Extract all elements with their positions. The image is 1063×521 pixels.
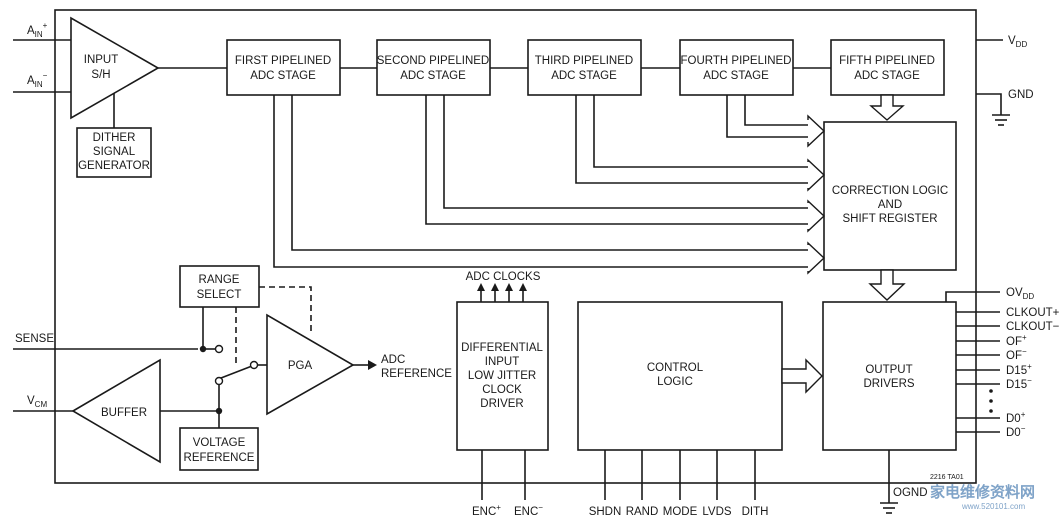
- watermark-url: www.520101.com: [961, 502, 1025, 511]
- dither-generator-block: [76, 127, 152, 178]
- switch-contact-sense: [214, 344, 224, 354]
- output-drivers-label-2: DRIVERS: [863, 378, 914, 390]
- buffer-label: BUFFER: [101, 407, 147, 419]
- pin-clkout-plus: CLKOUT+: [1006, 307, 1060, 319]
- adc-reference-arrow: [368, 360, 377, 370]
- pin-dith: DITH: [742, 506, 769, 518]
- pin-of-plus: OF+: [1006, 333, 1027, 348]
- stage1-bus: [273, 95, 826, 275]
- output-drivers-label-1: OUTPUT: [865, 364, 912, 376]
- correction-to-output-arrow: [868, 269, 906, 301]
- dither-label-3: GENERATOR: [78, 160, 150, 172]
- stage2-label-2: ADC STAGE: [400, 70, 466, 82]
- control-pin-wires: [604, 450, 756, 500]
- stage1-label-2: ADC STAGE: [250, 70, 316, 82]
- pin-d15-plus: D15+: [1006, 362, 1032, 377]
- adc-clocks-arrows: [477, 283, 527, 302]
- pin-ain-plus: AIN+: [27, 21, 48, 39]
- stage4-block: [679, 39, 794, 96]
- correction-label-2: AND: [878, 199, 902, 211]
- control-logic-label-1: CONTROL: [647, 362, 704, 374]
- pin-ovdd: OVDD: [1006, 287, 1034, 301]
- pin-d0-minus: D0−: [1006, 424, 1026, 439]
- output-pin-wires: [945, 291, 1000, 433]
- control-to-output-arrow: [781, 358, 823, 394]
- stage5-to-correction-arrow: [869, 94, 905, 121]
- pin-lvds: LVDS: [702, 506, 732, 518]
- stage2-block: [376, 39, 491, 96]
- control-logic-block: [577, 301, 783, 451]
- pin-ain-minus: AIN−: [27, 71, 48, 89]
- gnd-symbol: [976, 93, 1010, 126]
- pin-clkout-minus: CLKOUT−: [1006, 321, 1060, 333]
- pin-sense: SENSE: [15, 333, 54, 345]
- watermark: 家电维修资料网: [930, 483, 1035, 501]
- adc-reference-label-2: REFERENCE: [381, 368, 452, 380]
- range-select-label-1: RANGE: [199, 274, 240, 286]
- switch-arm: [220, 365, 253, 379]
- switch-pole: [249, 360, 259, 370]
- pga-label: PGA: [288, 360, 313, 372]
- pin-mode: MODE: [663, 506, 698, 518]
- dither-label-1: DITHER: [93, 132, 136, 144]
- pin-ognd: OGND: [893, 487, 928, 499]
- ognd-symbol: [880, 450, 898, 514]
- stage3-label-1: THIRD PIPELINED: [535, 55, 633, 67]
- pin-d15-minus: D15−: [1006, 376, 1032, 391]
- correction-label-1: CORRECTION LOGIC: [832, 185, 948, 197]
- stage5-label-1: FIFTH PIPELINED: [839, 55, 935, 67]
- stage5-block: [830, 39, 945, 96]
- pin-gnd: GND: [1008, 89, 1034, 101]
- voltage-reference-block: [179, 427, 259, 471]
- correction-logic-block: [823, 121, 957, 271]
- stage4-bus: [726, 95, 826, 148]
- output-drivers-block: [822, 301, 957, 451]
- clock-driver-label-3: LOW JITTER: [468, 370, 536, 382]
- pga-amplifier: [266, 313, 355, 416]
- figure-code: 2216 TA01: [930, 474, 964, 481]
- stage2-label-1: SECOND PIPELINED: [377, 55, 489, 67]
- clock-driver-label-1: DIFFERENTIAL: [461, 342, 543, 354]
- stage3-label-2: ADC STAGE: [551, 70, 617, 82]
- voltage-reference-label-1: VOLTAGE: [193, 437, 246, 449]
- chip-outline: [54, 9, 977, 484]
- stage1-block: [226, 39, 341, 96]
- switch-contact-ref: [214, 376, 224, 386]
- pin-enc-plus: ENC+: [472, 503, 501, 518]
- clock-driver-label-5: DRIVER: [480, 398, 523, 410]
- clock-driver-block: [456, 301, 549, 451]
- adc-clocks-label: ADC CLOCKS: [466, 271, 541, 283]
- pin-enc-minus: ENC−: [514, 503, 543, 518]
- pin-d0-plus: D0+: [1006, 410, 1026, 425]
- pin-of-minus: OF−: [1006, 347, 1027, 362]
- pin-shdn: SHDN: [589, 506, 622, 518]
- range-select-block: [179, 265, 260, 308]
- stage3-bus: [575, 95, 826, 192]
- adc-reference-label-1: ADC: [381, 354, 405, 366]
- dither-label-2: SIGNAL: [93, 146, 136, 158]
- stage3-block: [527, 39, 642, 96]
- range-select-label-2: SELECT: [197, 289, 242, 301]
- stage1-label-1: FIRST PIPELINED: [235, 55, 331, 67]
- pin-vcm: VCM: [27, 395, 47, 409]
- control-logic-label-2: LOGIC: [657, 376, 693, 388]
- correction-label-3: SHIFT REGISTER: [843, 213, 938, 225]
- clock-driver-label-4: CLOCK: [482, 384, 522, 396]
- stage4-label-1: FOURTH PIPELINED: [681, 55, 792, 67]
- stage4-label-2: ADC STAGE: [703, 70, 769, 82]
- input-sh-label-2: S/H: [91, 69, 110, 81]
- stage2-bus: [425, 95, 826, 233]
- range-select-to-pga-dashed: [259, 286, 312, 333]
- input-sh-label-1: INPUT: [84, 54, 119, 66]
- clock-driver-label-2: INPUT: [485, 356, 520, 368]
- stage5-label-2: ADC STAGE: [854, 70, 920, 82]
- pin-rand: RAND: [626, 506, 659, 518]
- pin-vdd: VDD: [1008, 35, 1027, 49]
- voltage-reference-label-2: REFERENCE: [184, 452, 255, 464]
- ref-node: [215, 407, 223, 415]
